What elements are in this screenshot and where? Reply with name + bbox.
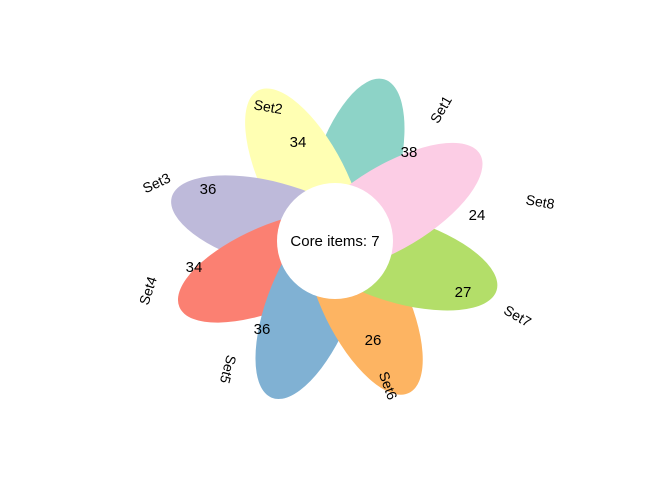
count-label-set5: 36 xyxy=(254,321,271,338)
set-name-set2: Set2 xyxy=(253,96,284,117)
set-name-set3: Set3 xyxy=(140,169,173,196)
set-name-set1: Set1 xyxy=(427,93,455,126)
count-label-set1: 38 xyxy=(401,144,418,161)
count-label-set6: 26 xyxy=(365,332,382,349)
set-name-set7: Set7 xyxy=(501,302,534,330)
count-label-set4: 34 xyxy=(186,259,203,276)
count-label-set3: 36 xyxy=(200,181,217,198)
core-circle xyxy=(277,183,393,299)
set-name-set8: Set8 xyxy=(525,191,556,212)
count-label-layer: 38 34 36 34 36 26 27 24 xyxy=(186,134,486,349)
count-label-set7: 27 xyxy=(455,284,472,301)
set-name-set5: Set5 xyxy=(217,353,240,385)
count-label-set2: 34 xyxy=(290,134,307,151)
core-label: Core items: 7 xyxy=(290,233,379,250)
set-name-set4: Set4 xyxy=(136,274,160,307)
count-label-set8: 24 xyxy=(469,207,486,224)
